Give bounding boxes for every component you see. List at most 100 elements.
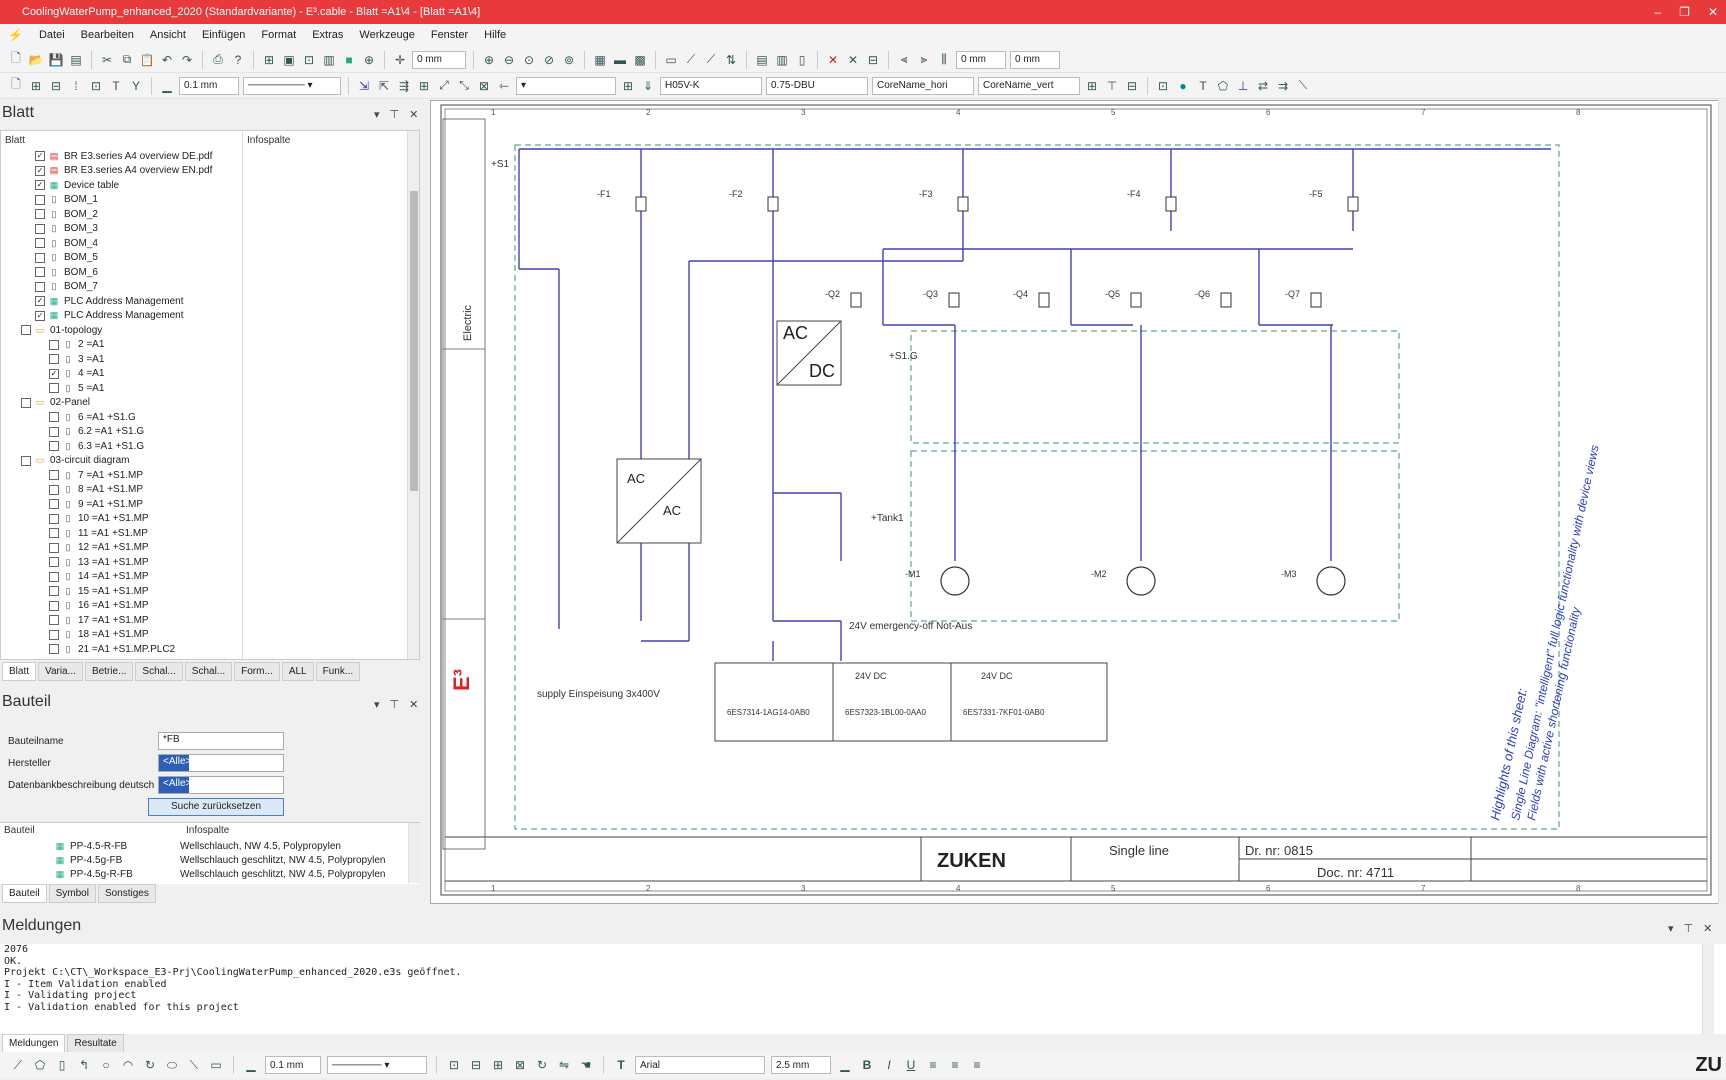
blatt-panel-tab[interactable]: Schal... — [184, 662, 233, 681]
wire-type-dropdown[interactable]: H05V-K — [660, 76, 762, 95]
insert-plc-icon[interactable]: ■ — [345, 52, 353, 67]
canvas-right-strip[interactable] — [1718, 100, 1726, 904]
blatt-panel-tab[interactable]: Schal... — [135, 662, 183, 681]
tree-item[interactable]: ▯11 =A1 +S1.MP — [49, 526, 148, 540]
tree-item-checkbox[interactable] — [21, 397, 31, 408]
ortho-icon[interactable]: ▩ — [634, 52, 646, 67]
bus-icon[interactable]: ⇶ — [398, 78, 410, 93]
tree-item[interactable]: ✓▤BR E3.series A4 overview EN.pdf — [35, 164, 212, 178]
tree-item[interactable]: ▯9 =A1 +S1.MP — [49, 497, 143, 511]
save-as-icon[interactable]: ▤ — [70, 52, 82, 67]
tree-item[interactable]: ▯BOM_4 — [35, 236, 98, 250]
tree-item[interactable]: ✓▦PLC Address Management — [35, 294, 184, 308]
messages-tab[interactable]: Meldungen — [2, 1034, 66, 1053]
text-icon[interactable]: T — [1199, 78, 1207, 93]
tree-item[interactable]: ▭02-Panel — [21, 396, 90, 410]
rectangle-tool-icon[interactable]: ▯ — [58, 1058, 66, 1072]
polyline-tool-icon[interactable]: ↰ — [78, 1058, 90, 1072]
sync-icon[interactable]: ⇓ — [642, 78, 654, 93]
line-color-icon[interactable]: ▁ — [162, 78, 172, 93]
core-vert-dropdown[interactable]: CoreName_vert — [978, 76, 1080, 95]
window-icon[interactable]: ⊡ — [1157, 78, 1169, 93]
core-sync-icon[interactable]: ⊤ — [1106, 78, 1118, 93]
spacing-x-field[interactable]: 0 mm — [956, 50, 1006, 69]
tree-item-checkbox[interactable]: ✓ — [49, 368, 59, 379]
zoom-window-icon[interactable]: ⊘ — [543, 52, 555, 67]
blatt-panel-tab[interactable]: Funk... — [315, 662, 361, 681]
polygon-icon[interactable]: ⬠ — [1217, 78, 1229, 93]
route-alt-icon[interactable]: ⇱ — [378, 78, 390, 93]
tree-item[interactable]: ▯2 =A1 — [49, 338, 104, 352]
split-vertical-icon[interactable]: ▯ — [798, 52, 806, 67]
messages-tab[interactable]: Resultate — [67, 1034, 124, 1053]
underline-icon[interactable]: U — [906, 1058, 916, 1072]
text-vertical-icon[interactable]: Y — [131, 78, 140, 93]
tree-item[interactable]: ▯BOM_1 — [35, 193, 98, 207]
graphic-ungroup-icon[interactable]: ⊟ — [50, 78, 62, 93]
connector-icon[interactable]: ⇉ — [1277, 78, 1289, 93]
tree-item[interactable]: ▯6.3 =A1 +S1.G — [49, 439, 144, 453]
tree-item-checkbox[interactable] — [49, 600, 59, 611]
tree-item-checkbox[interactable] — [49, 542, 59, 553]
redo-icon[interactable]: ↷ — [181, 52, 193, 67]
line-style-dropdown[interactable]: ──────── ▾ — [243, 76, 341, 95]
chevron-down-icon[interactable]: ▾ — [374, 109, 380, 121]
scrollbar-thumb[interactable] — [410, 191, 418, 491]
select-icon[interactable]: ▭ — [665, 52, 677, 67]
paste-icon[interactable]: 📋 — [139, 52, 155, 67]
graphic-grid-icon[interactable]: ⊡ — [90, 78, 102, 93]
cross-ref-icon[interactable]: ⤢ — [439, 78, 449, 92]
tree-item-checkbox[interactable] — [35, 209, 45, 219]
tree-item[interactable]: ▯10 =A1 +S1.MP — [49, 512, 149, 526]
circle-icon[interactable]: ● — [1179, 78, 1187, 93]
insert-cable-icon[interactable]: ⊕ — [363, 52, 375, 67]
tree-item-checkbox[interactable] — [49, 629, 59, 640]
tree-item[interactable]: ▯18 =A1 +S1.MP — [49, 628, 149, 642]
tree-item-checkbox[interactable]: ✓ — [35, 296, 45, 306]
tree-item[interactable]: ▯BOM_7 — [35, 280, 98, 294]
tree-item[interactable]: ▯15 =A1 +S1.MP — [49, 584, 149, 598]
pin-icon[interactable]: ⊤ — [389, 109, 400, 121]
blatt-panel-tab[interactable]: ALL — [281, 662, 314, 681]
offset-x-field[interactable]: 0 mm — [412, 50, 466, 69]
bottom-line-width-field[interactable]: 0.1 mm — [265, 1056, 321, 1074]
app-menu-icon[interactable]: ⚡ — [8, 28, 23, 42]
tree-item[interactable]: ✓▤BR E3.series A4 overview DE.pdf — [35, 149, 212, 163]
tree-item-checkbox[interactable]: ✓ — [35, 151, 45, 161]
tree-item-checkbox[interactable] — [21, 325, 31, 335]
bauteil-panel-tab[interactable]: Sonstiges — [97, 884, 156, 903]
window-layout-icon[interactable]: ▤ — [756, 52, 768, 67]
menu-werkzeuge[interactable]: Werkzeuge — [359, 29, 415, 41]
tree-item-checkbox[interactable]: ✓ — [35, 310, 45, 321]
menu-hilfe[interactable]: Hilfe — [484, 29, 507, 41]
new-file-icon[interactable]: 🗋 — [11, 51, 21, 65]
tree-item[interactable]: ▯13 =A1 +S1.MP — [49, 555, 149, 569]
pin-icon[interactable]: ⊤ — [389, 699, 400, 711]
diagonal-icon[interactable]: ⟍ — [1298, 78, 1308, 92]
distribute-icon[interactable]: ⫼ — [941, 52, 947, 66]
hand-icon[interactable]: ☚ — [580, 1058, 592, 1072]
arc-tool-icon[interactable]: ◠ — [122, 1058, 134, 1072]
blatt-panel-tab[interactable]: Betrie... — [84, 662, 134, 681]
core-select-icon[interactable]: ⊟ — [1126, 78, 1138, 93]
menu-datei[interactable]: Datei — [38, 29, 65, 41]
line-icon[interactable]: ⟋ — [686, 52, 696, 66]
align-center-icon[interactable]: ⫸ — [920, 52, 928, 66]
bold-icon[interactable]: B — [862, 1058, 872, 1072]
hersteller-select[interactable]: <Alle> — [158, 754, 284, 772]
chevron-down-icon[interactable]: ▾ — [1668, 923, 1674, 935]
line-tool-icon[interactable]: ⟋ — [13, 1057, 23, 1072]
close-icon[interactable]: ✕ — [409, 109, 419, 121]
disconnect-icon[interactable]: ✕ — [847, 52, 859, 67]
tree-item-checkbox[interactable] — [49, 412, 59, 422]
insert-connector-icon[interactable]: ⊡ — [303, 52, 315, 67]
circle-tool-icon[interactable]: ○ — [102, 1058, 110, 1072]
mirror-icon[interactable]: ⇋ — [558, 1058, 570, 1072]
menu-einfuegen[interactable]: Einfügen — [201, 29, 246, 41]
print-icon[interactable]: ⎙ — [213, 52, 223, 66]
snap-icon[interactable]: ▬ — [614, 52, 626, 67]
tree-item-checkbox[interactable] — [21, 455, 31, 466]
front-icon[interactable]: ⊞ — [492, 1058, 504, 1072]
tree-item[interactable]: ✓▦Device table — [35, 178, 119, 192]
align-icon[interactable]: ⊟ — [867, 52, 879, 67]
